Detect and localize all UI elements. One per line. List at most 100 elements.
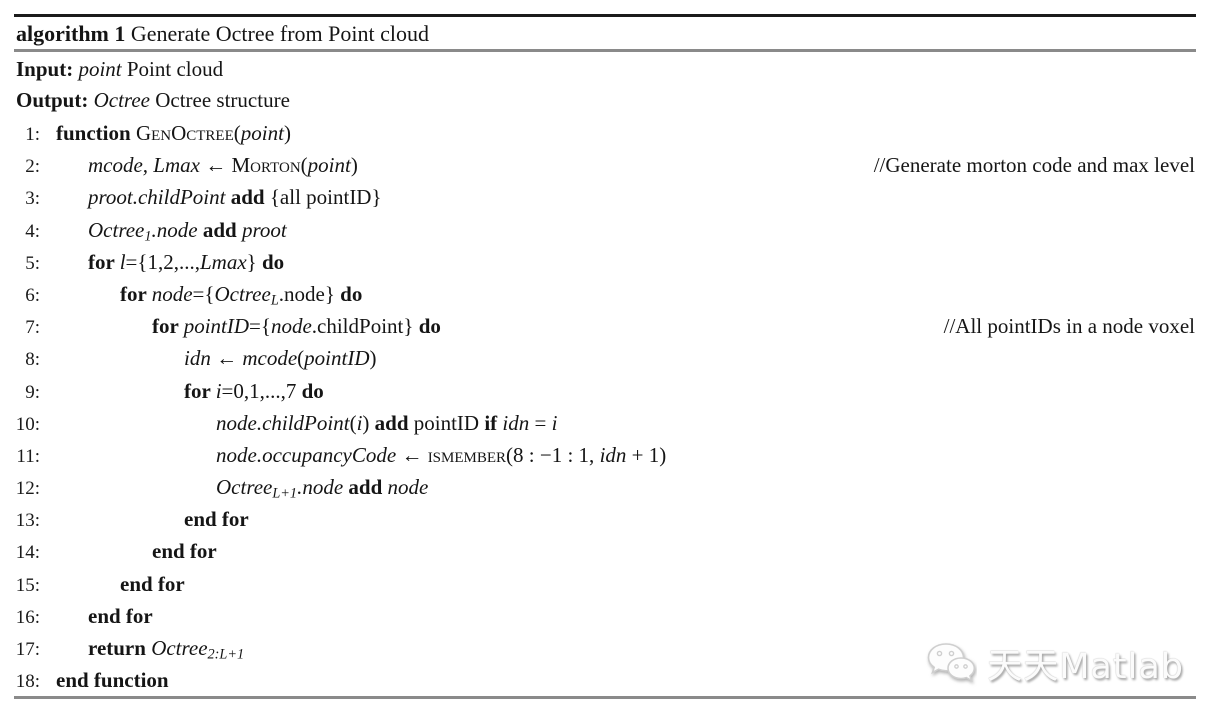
code-segment: end for	[184, 507, 249, 532]
code-segment: end for	[88, 603, 153, 628]
code-segment: i	[551, 410, 558, 435]
output-description: Octree structure	[155, 88, 290, 112]
line-code: for i=0,1,...,7 do	[184, 375, 324, 407]
code-segment: =	[529, 410, 552, 435]
algorithm-input-line: Input: point Point cloud	[14, 54, 1196, 85]
code-segment: for	[88, 249, 120, 274]
line-number: 10:	[15, 413, 40, 435]
algorithm-output-line: Output: Octree Octree structure	[14, 85, 1196, 116]
code-segment: L+1	[272, 485, 298, 502]
algorithm-caption: algorithm 1 Generate Octree from Point c…	[14, 17, 1196, 49]
output-variable: Octree	[93, 88, 150, 112]
code-segment: Morton	[231, 153, 301, 178]
algorithm-line: 17: return Octree2:L+1	[14, 632, 1196, 664]
input-label: Input:	[16, 57, 74, 81]
code-segment: ={	[249, 314, 271, 339]
code-segment: Octree	[151, 636, 208, 660]
code-segment: .node	[297, 475, 349, 500]
algorithm-line: 3: proot.childPoint add {all pointID}	[14, 181, 1196, 213]
algorithm-line: 1: function GenOctree(point)	[14, 117, 1196, 149]
code-segment: GenOctree	[135, 121, 234, 145]
line-code: return Octree2:L+1	[88, 632, 244, 664]
line-number: 14:	[15, 542, 40, 564]
line-code: for node={OctreeL.node} do	[120, 278, 362, 310]
code-segment: .childPoint}	[311, 314, 419, 339]
code-segment: do	[418, 314, 441, 339]
code-segment: .node}	[278, 281, 341, 306]
code-segment: i	[356, 410, 363, 435]
code-segment: )	[362, 410, 375, 435]
line-code: end for	[184, 503, 249, 535]
code-segment: (8 : −1 : 1,	[506, 442, 600, 467]
line-number: 16:	[15, 606, 40, 628]
line-code: for l={1,2,...,Lmax} do	[88, 246, 284, 278]
code-segment: ismember	[427, 442, 507, 467]
line-number: 17:	[15, 639, 40, 660]
code-segment: pointID	[413, 410, 485, 435]
input-variable: point	[78, 57, 122, 81]
line-number: 12:	[15, 478, 40, 500]
code-segment: node	[270, 314, 312, 339]
line-number: 5:	[25, 252, 40, 274]
line-number: 6:	[25, 284, 40, 306]
line-number: 3:	[25, 188, 40, 210]
algorithm-line: 12: OctreeL+1.node add node	[14, 471, 1196, 503]
code-segment: ={	[192, 281, 215, 306]
code-segment: idn	[184, 346, 217, 371]
code-segment: Octree	[216, 475, 273, 500]
line-number: 9:	[25, 381, 40, 403]
algorithm-line: 9: for i=0,1,...,7 do	[14, 375, 1196, 407]
line-code: proot.childPoint add {all pointID}	[88, 181, 382, 213]
code-segment: node	[151, 281, 193, 306]
code-segment: proot.childPoint	[88, 185, 231, 210]
code-segment: point	[307, 153, 351, 178]
code-segment: {all pointID}	[269, 185, 382, 210]
code-segment: .node	[151, 217, 203, 242]
code-segment: mcode, Lmax	[88, 153, 206, 178]
code-segment: add	[374, 410, 414, 435]
algorithm-line: 14: end for	[14, 535, 1196, 567]
code-segment: =0,1,...,7	[221, 378, 302, 403]
code-segment: ←	[216, 346, 243, 371]
code-segment: for	[120, 281, 152, 306]
line-code: node.childPoint(i) add pointID if idn = …	[216, 407, 557, 439]
line-comment: //Generate morton code and max level	[873, 153, 1195, 178]
code-segment: (	[233, 121, 241, 145]
algorithm-label: algorithm 1	[16, 21, 126, 46]
code-segment: Lmax	[199, 249, 247, 274]
code-segment: end for	[120, 571, 185, 596]
algorithm-title: Generate Octree from Point cloud	[125, 21, 429, 46]
algorithm-line: 10: node.childPoint(i) add pointID if id…	[14, 407, 1196, 439]
algorithm-line: 7: for pointID={node.childPoint} do //Al…	[14, 310, 1196, 342]
code-segment: )	[283, 121, 291, 145]
line-code: end for	[120, 568, 185, 600]
code-segment: (	[349, 410, 357, 435]
code-segment: )	[350, 153, 358, 178]
code-segment: proot	[241, 217, 287, 242]
code-segment: Octree	[88, 217, 145, 242]
line-number: 8:	[25, 349, 40, 371]
code-segment: ←	[401, 442, 428, 467]
line-code: Octree1.node add proot	[88, 214, 287, 246]
line-number: 18:	[15, 671, 40, 693]
code-segment: do	[261, 249, 285, 274]
code-segment: if	[484, 410, 503, 435]
algorithm-line: 13: end for	[14, 503, 1196, 535]
code-segment: end for	[152, 539, 217, 564]
code-segment: )	[369, 346, 377, 371]
code-segment: l	[119, 249, 126, 274]
code-segment: node.occupancyCode	[216, 442, 402, 467]
algorithm-line: 15: end for	[14, 568, 1196, 600]
line-number: 7:	[25, 317, 40, 339]
line-code: function GenOctree(point)	[56, 117, 291, 149]
code-segment: end function	[56, 668, 169, 693]
algorithm-line: 6: for node={OctreeL.node} do	[14, 278, 1196, 310]
code-segment: add	[230, 185, 270, 210]
code-segment: node.childPoint	[216, 410, 350, 435]
code-segment: do	[301, 378, 324, 403]
code-segment: 2:L+1	[207, 646, 245, 663]
output-label: Output:	[16, 88, 89, 112]
algorithm-block: algorithm 1 Generate Octree from Point c…	[14, 14, 1196, 700]
line-code: node.occupancyCode ← ismember(8 : −1 : 1…	[216, 439, 666, 471]
